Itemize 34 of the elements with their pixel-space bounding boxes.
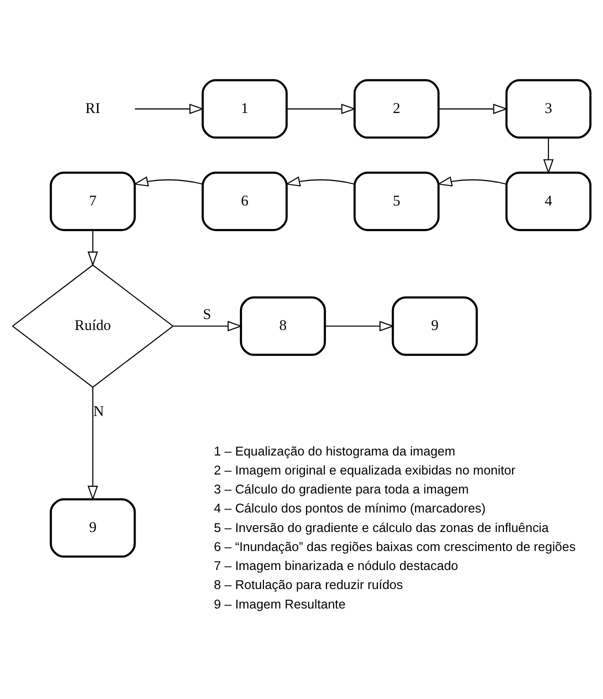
node-box: 6 xyxy=(202,172,288,232)
label: 7 – Imagem binarizada e nódulo destacado xyxy=(214,558,458,573)
label: 3 – Cálculo do gradiente para toda a imagem xyxy=(214,482,469,497)
label: 8 – Rotulação para reduzir ruídos xyxy=(214,577,403,592)
arrow xyxy=(286,104,356,114)
label: 5 – Inversão do gradiente e cálculo das zonas de influência xyxy=(214,520,549,535)
edge-label: S xyxy=(202,306,212,323)
arrow xyxy=(438,104,508,114)
arrow xyxy=(325,320,394,332)
label: 1 – Equalização do histograma da imagem xyxy=(214,443,456,458)
label: 4 – Cálculo dos pontos de mínimo (marcadores) xyxy=(214,500,486,516)
node-box: 9 xyxy=(50,498,136,558)
arrow xyxy=(88,230,98,266)
node-box: 5 xyxy=(354,172,440,232)
edge-label: N xyxy=(93,404,104,420)
node-box: 4 xyxy=(505,172,592,232)
arrow xyxy=(88,387,98,501)
arrow xyxy=(134,104,204,114)
node-diamond: Ruído xyxy=(12,264,174,388)
node-box: 9 xyxy=(392,296,478,356)
arrow xyxy=(437,176,507,187)
node-box: 8 xyxy=(240,296,326,356)
node-text: RI xyxy=(85,100,100,117)
node-box: 3 xyxy=(505,79,592,139)
node-box: 7 xyxy=(50,172,136,232)
label: 2 – Imagem original e equalizada exibidas no monitor xyxy=(214,462,516,478)
arrow xyxy=(133,176,203,187)
arrow xyxy=(285,176,355,187)
node-box: 2 xyxy=(354,79,440,139)
label: 6 – “Inundação” das regiões baixas com crescimento de regiões xyxy=(214,538,576,554)
node-box: 1 xyxy=(202,79,288,139)
arrow xyxy=(173,320,242,332)
arrow xyxy=(543,138,554,174)
label: 9 – Imagem Resultante xyxy=(214,596,346,612)
